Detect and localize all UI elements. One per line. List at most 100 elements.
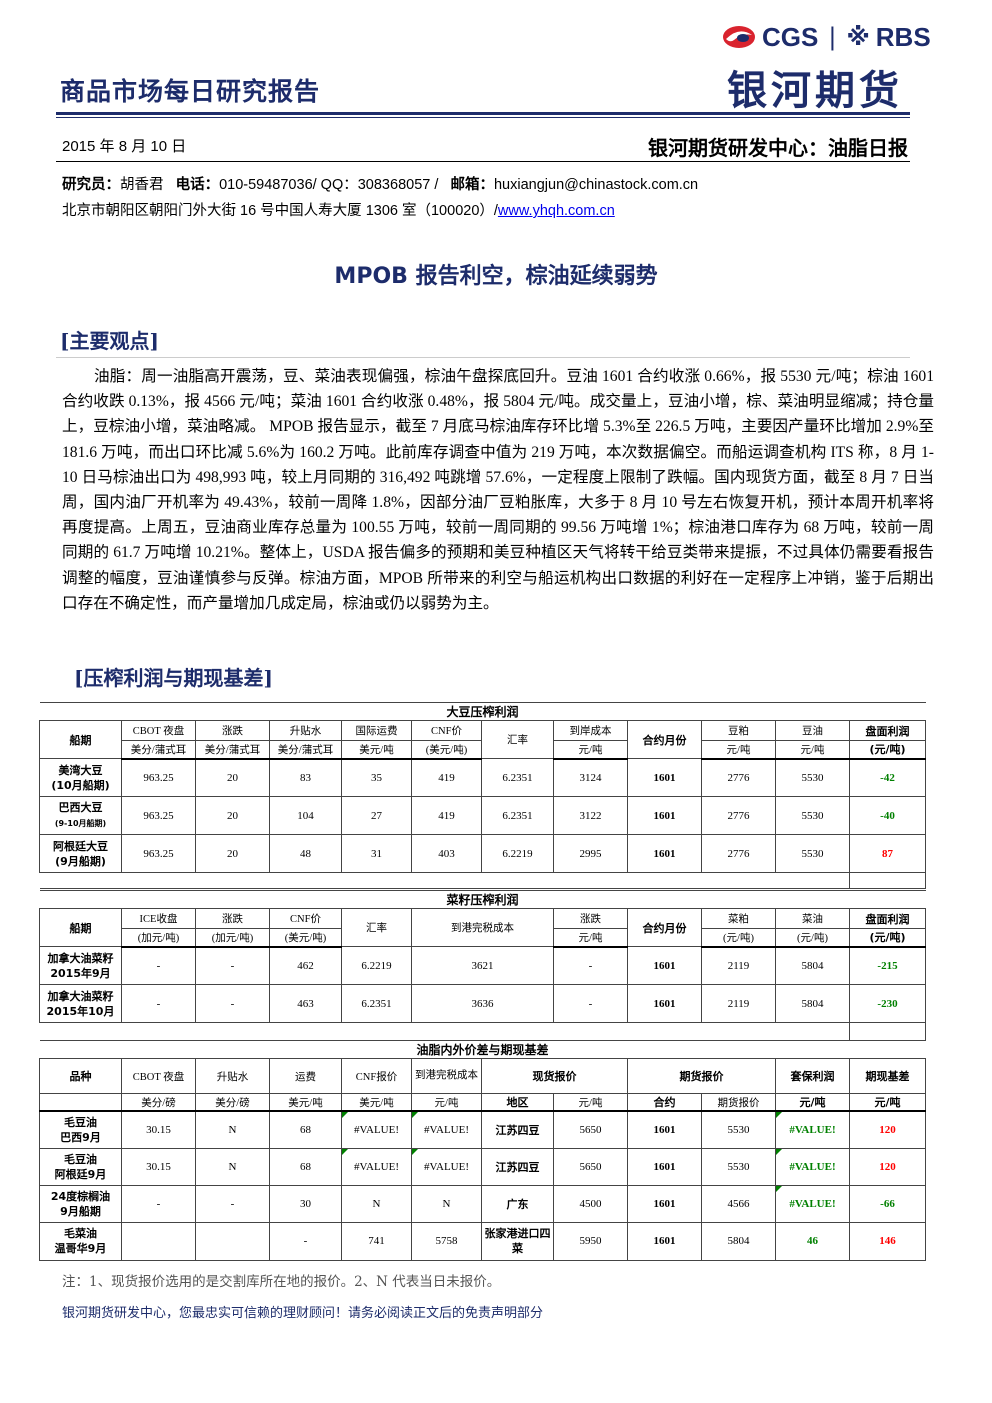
unit-contract: 合约 [627, 1093, 702, 1112]
soybean-table-caption: 大豆压榨利润 [39, 702, 926, 721]
cell-contract: 1601 [627, 758, 702, 797]
cell-cost: 3621 [411, 946, 554, 985]
unit-region: 地区 [481, 1093, 554, 1112]
col-cnf: CNF报价 [341, 1058, 412, 1094]
unit-meal: 元/吨 [701, 740, 776, 760]
cell-freight: - [269, 1221, 342, 1261]
phone-number: 010-59487036/ QQ：308368057 / [219, 177, 439, 193]
oil-table-caption: 油脂内外价差与期现基差 [39, 1040, 926, 1059]
col-hedge: 套保利润 [775, 1058, 850, 1094]
cell-chg2: - [553, 984, 628, 1023]
unit-futp: 期货报价 [701, 1093, 776, 1112]
cell-contract: 1601 [627, 1221, 702, 1261]
cell-spot: 5950 [553, 1221, 628, 1261]
table-row: 阿根廷大豆(9月船期) 963.25 20 48 31 403 6.2219 2… [39, 834, 927, 873]
cell-spot: 4500 [553, 1184, 628, 1223]
email-address[interactable]: huxiangjun@chinastock.com.cn [493, 177, 699, 193]
header-rule-thick [56, 112, 910, 115]
unit-prem: 美分/蒲式耳 [269, 740, 342, 760]
cell-oil: 5530 [775, 796, 850, 835]
spacer-cell [849, 1022, 926, 1041]
cell-hedge: #VALUE! [775, 1110, 850, 1149]
cell-prem [195, 1221, 270, 1261]
main-headline: MPOB 报告利空，棕油延续弱势 [334, 264, 658, 289]
cell-hedge: #VALUE! [775, 1147, 850, 1186]
cell-cost: 2995 [553, 834, 628, 873]
cell-region: 江苏四豆 [481, 1147, 554, 1186]
spacer-cell [848, 872, 927, 889]
unit-chg2: 元/吨 [553, 928, 628, 948]
col-cnf: CNF价 [269, 908, 342, 929]
cell-spot: 5650 [553, 1110, 628, 1149]
col-fx: 汇率 [481, 720, 554, 759]
row-name: 毛豆油阿根廷9月 [39, 1147, 122, 1186]
unit-basis: 元/吨 [848, 1093, 927, 1112]
col-oil: 菜油 [775, 908, 850, 929]
cell-profit: -230 [849, 984, 926, 1023]
spacer-row [39, 872, 850, 889]
logo-cgs-text: CGS [762, 21, 819, 52]
cell-fx: 6.2219 [481, 834, 554, 873]
col-basis: 期现基差 [848, 1058, 927, 1094]
unit-cost: 元/吨 [553, 740, 628, 760]
unit-chg: (加元/吨) [195, 928, 270, 948]
researcher-label: 研究员： [62, 177, 120, 193]
research-center-title: 银河期货研发中心：油脂日报 [648, 136, 908, 160]
website-link[interactable]: www.yhqh.com.cn [497, 203, 615, 219]
section-main-view-title: [主要观点] [60, 329, 159, 353]
cell-chg: - [195, 984, 270, 1023]
col-meal: 豆粕 [701, 720, 776, 741]
logo-rbs-text: RBS [875, 21, 931, 52]
table-note: 注：1、现货报价选用的是交割库所在地的报价。2、N 代表当日未报价。 [62, 1274, 501, 1290]
col-contract: 合约月份 [627, 908, 702, 947]
cell-cnf: 741 [341, 1221, 412, 1261]
cell-cbot: - [121, 1184, 196, 1223]
col-cost: 到岸成本 [553, 720, 628, 741]
page-footer: 银河期货研发中心，您最忠实可信赖的理财顾问！请务必阅读正文后的免责声明部分 [62, 1306, 544, 1321]
rbs-mark-icon: ※ [846, 23, 870, 51]
row-name: 美湾大豆(10月船期) [39, 758, 122, 797]
col-ice: ICE收盘 [121, 908, 196, 929]
cell-cost: N [411, 1184, 482, 1223]
rapeseed-table-caption: 菜籽压榨利润 [39, 890, 926, 909]
col-cbot: CBOT 夜盘 [121, 1058, 196, 1094]
cell-prem: N [195, 1110, 270, 1149]
unit-profit: (元/吨) [849, 928, 926, 948]
cell-prem: N [195, 1147, 270, 1186]
cell-chg: 20 [195, 758, 270, 797]
cell-oil: 5530 [775, 834, 850, 873]
unit-profit: (元/吨) [848, 740, 927, 760]
cell-fx: 6.2219 [341, 946, 412, 985]
cell-contract: 1601 [627, 1110, 702, 1149]
cell-oil: 5804 [775, 946, 850, 985]
table-row: 美湾大豆(10月船期) 963.25 20 83 35 419 6.2351 3… [39, 758, 927, 797]
cell-contract: 1601 [627, 796, 702, 835]
cell-cnf: 419 [411, 758, 482, 797]
cell-fx: 6.2351 [481, 758, 554, 797]
cell-contract: 1601 [627, 1184, 702, 1223]
unit-hedge: 元/吨 [775, 1093, 850, 1112]
col-freight: 运费 [269, 1058, 342, 1094]
cell-chg: 20 [195, 796, 270, 835]
cell-ice: - [121, 984, 196, 1023]
col-profit: 盘面利润 [848, 720, 927, 741]
company-logo: CGS | ※ RBS [722, 22, 931, 52]
logo-separator: | [828, 23, 837, 51]
unit-cost: 元/吨 [411, 1093, 482, 1112]
cell-region: 张家港进口四菜 [481, 1221, 554, 1261]
col-profit: 盘面利润 [849, 908, 926, 929]
col-futures: 期货报价 [627, 1058, 776, 1094]
unit-cnf: 美元/吨 [341, 1093, 412, 1112]
researcher-info: 研究员：胡香君 电话：010-59487036/ QQ：308368057 / … [62, 173, 698, 194]
oil-basis-table: 油脂内外价差与期现基差 品种 CBOT 夜盘 升贴水 运费 CNF报价 到港完税… [39, 1040, 927, 1261]
col-spot: 现货报价 [481, 1058, 628, 1094]
cell-basis: 120 [848, 1147, 927, 1186]
cell-basis: 146 [848, 1221, 927, 1261]
phone-label: 电话： [175, 177, 220, 193]
col-cost: 到港完税成本 [411, 1058, 482, 1094]
cell-prem: 104 [269, 796, 342, 835]
